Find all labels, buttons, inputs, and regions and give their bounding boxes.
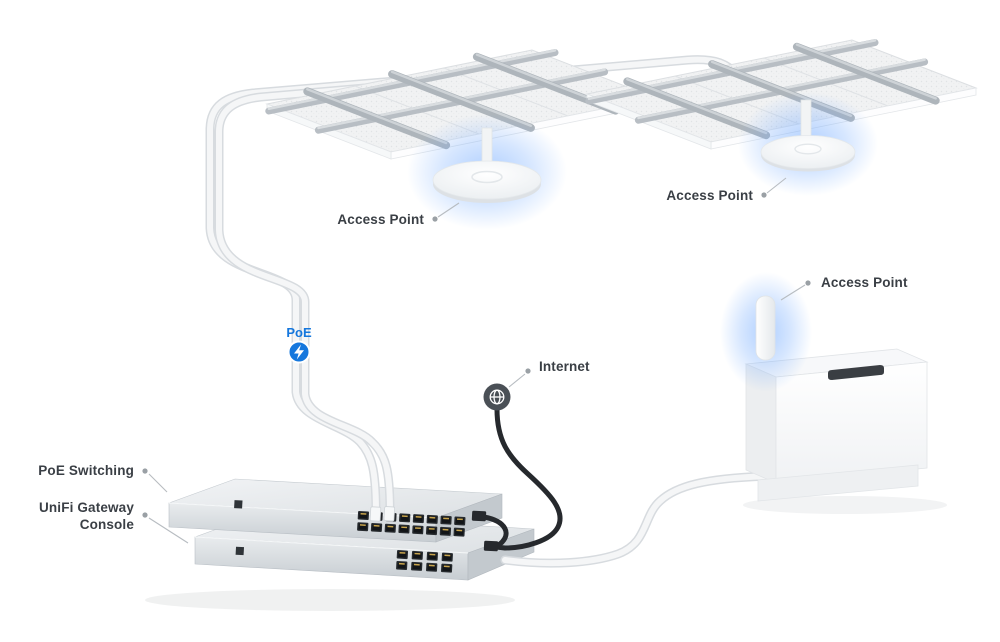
leader-dots <box>142 192 811 518</box>
globe-icon <box>489 389 505 405</box>
ap-disc <box>760 135 856 169</box>
gateway-logo-badge <box>235 546 245 556</box>
black-plug-switch <box>471 510 487 522</box>
label-poe-switching: PoE Switching <box>38 463 134 478</box>
ap-disc <box>432 160 542 200</box>
ap-mount-stem <box>800 99 812 139</box>
leader-lines <box>148 177 806 544</box>
label-access-point-right: Access Point <box>666 188 753 203</box>
switch-logo-badge <box>234 500 243 509</box>
ap-center-ring <box>794 143 822 155</box>
ap-antenna-cylinder <box>755 295 776 361</box>
white-plug <box>369 506 382 522</box>
internet-badge <box>483 383 511 411</box>
white-plug <box>383 506 396 522</box>
internet-wan-cable <box>493 406 563 551</box>
label-gateway-line1: UniFi Gateway <box>39 500 134 515</box>
ap-mount-stem <box>481 127 493 165</box>
label-access-point-wall: Access Point <box>821 275 908 290</box>
cable-connectors <box>369 506 499 552</box>
cabinet-shadow <box>743 496 947 514</box>
lightning-bolt-icon <box>294 344 304 360</box>
black-plug-gateway <box>483 540 499 552</box>
cabinet-uplink-cable <box>500 471 775 568</box>
poe-badge <box>287 340 311 364</box>
access-point-wall-device <box>720 272 812 392</box>
access-point-ceiling-left-device <box>407 114 567 230</box>
poe-switch-device <box>168 478 503 543</box>
label-poe: PoE <box>286 325 312 340</box>
switch-port-block <box>234 500 466 537</box>
cabinet-handle <box>828 365 884 380</box>
ap-center-ring <box>471 170 503 184</box>
label-internet: Internet <box>539 359 590 374</box>
access-point-ceiling-right-device <box>738 92 878 196</box>
gateway-port-block <box>235 546 454 573</box>
patch-cable <box>481 514 509 549</box>
device-shadow <box>145 589 515 611</box>
label-access-point-left: Access Point <box>337 212 424 227</box>
label-gateway-line2: Console <box>80 517 135 532</box>
